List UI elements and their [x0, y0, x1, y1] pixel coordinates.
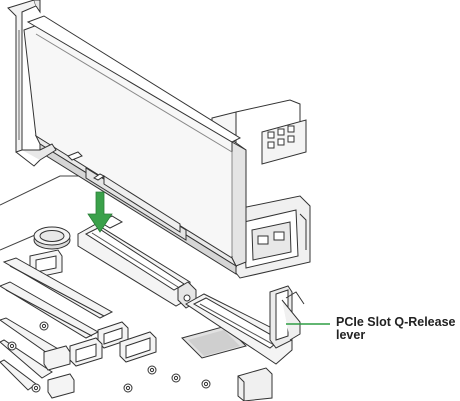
q-release-lever [185, 285, 305, 365]
q-release-lever-label: PCIe Slot Q-Release lever [336, 315, 456, 342]
mounting-holes [7, 321, 211, 393]
graphics-card [23, 15, 247, 275]
chipset [181, 325, 247, 359]
cpu-socket [231, 195, 311, 279]
bottom-connectors [43, 321, 157, 399]
pcie-slot [77, 215, 197, 309]
power-connector [261, 119, 307, 165]
install-arrow-icon [87, 191, 113, 233]
io-block [237, 367, 273, 401]
card-bracket [7, 0, 57, 167]
cmos-battery [33, 226, 71, 250]
secondary-slots [0, 257, 114, 391]
